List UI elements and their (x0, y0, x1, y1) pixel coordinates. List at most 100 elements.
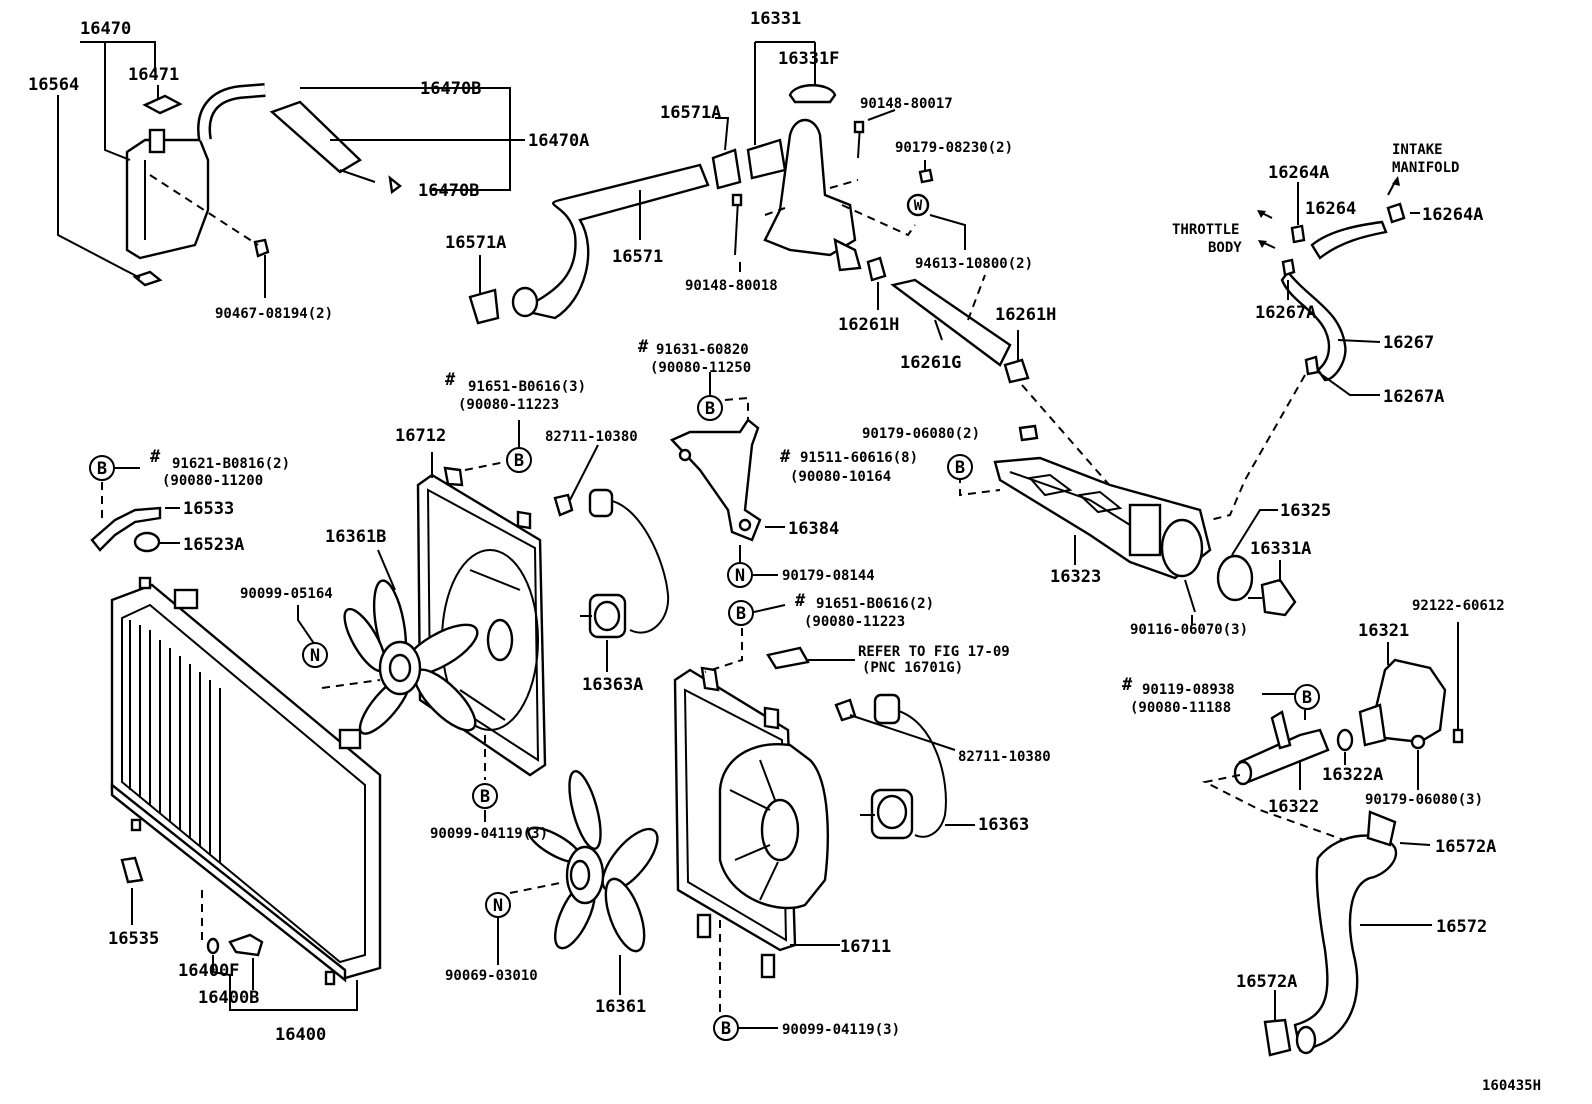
label-16384: 16384 (788, 519, 839, 539)
label-16267A-top: 16267A (1255, 303, 1316, 323)
label-intake: INTAKE (1392, 142, 1443, 158)
label-16470: 16470 (80, 19, 131, 39)
label-90179-06080-3: 90179-06080(3) (1365, 792, 1483, 808)
svg-text:B: B (514, 451, 524, 471)
label-16470A: 16470A (528, 131, 589, 151)
label-hash-5: # (795, 591, 806, 611)
label-16470B-bottom: 16470B (418, 181, 479, 201)
label-16261H-left: 16261H (838, 315, 899, 335)
label-91511: 91511-60616(8) (800, 450, 918, 466)
connector-82711-bottom (834, 698, 857, 722)
bracket-16564 (132, 270, 163, 287)
marker-B-2: B (506, 447, 532, 473)
fan-16361 (527, 770, 659, 953)
clamp-16572A-upper (1366, 810, 1397, 847)
clamp-16571A-upper (711, 148, 742, 190)
hose-16261G (890, 278, 1012, 367)
label-16363: 16363 (978, 815, 1029, 835)
clamp-16261H-1 (866, 256, 887, 282)
hose-16264 (1310, 220, 1388, 260)
label-16325: 16325 (1280, 501, 1331, 521)
label-16564: 16564 (28, 75, 79, 95)
label-16331A: 16331A (1250, 539, 1311, 559)
marker-B-4: B (947, 454, 973, 480)
label-90069: 90069-03010 (445, 968, 538, 984)
label-16323: 16323 (1050, 567, 1101, 587)
thermostat-16331A (1260, 578, 1297, 617)
label-16400B: 16400B (198, 988, 259, 1008)
label-91631: 91631-60820 (656, 342, 749, 358)
radiator-core (129, 620, 221, 862)
hose-16470A (269, 100, 362, 174)
hose-16267 (1280, 270, 1347, 382)
fan-16361B (343, 579, 479, 735)
label-16572: 16572 (1436, 917, 1487, 937)
svg-text:N: N (310, 646, 320, 666)
marker-N-1: N (302, 642, 328, 668)
clamp-16264A-left (1290, 224, 1306, 244)
label-16361B: 16361B (325, 527, 386, 547)
oring-16322A (1336, 728, 1354, 752)
svg-text:B: B (721, 1019, 731, 1039)
markers: B B B B B B B B N N N W (89, 198, 1320, 1041)
label-90148-80018: 90148-80018 (685, 278, 778, 294)
label-90080-11188: (90080-11188 (1130, 700, 1231, 716)
marker-W-1: W (914, 198, 923, 214)
label-16712: 16712 (395, 426, 446, 446)
label-90080-11223-a: (90080-11223 (458, 397, 559, 413)
hose-16572 (1293, 834, 1398, 1052)
label-16267: 16267 (1383, 333, 1434, 353)
svg-text:B: B (736, 604, 746, 624)
bracket-16533 (90, 506, 162, 552)
label-90080-10164: (90080-10164 (790, 469, 891, 485)
clamp-16264A-right (1386, 202, 1406, 224)
oring-16400F (206, 937, 220, 955)
label-refer-pnc: (PNC 16701G) (862, 660, 963, 676)
radiator-group (110, 576, 382, 1011)
outlet-neck (746, 138, 787, 180)
inlet-16321 (1373, 658, 1447, 744)
reservoir-tank (125, 138, 210, 260)
clamp-16571A-lower (468, 288, 500, 325)
reservoir-group (57, 41, 525, 298)
svg-text:B: B (705, 399, 715, 419)
inlet-housing-group (959, 424, 1297, 625)
bypass-hose-group (1209, 176, 1420, 521)
pump-inlet-group (1201, 622, 1464, 846)
fan-shroud-16712-group (90, 420, 670, 822)
label-hash-3: # (780, 447, 791, 467)
part-labels: 16470 16471 16564 16470B 16470A 16470B 9… (28, 9, 1541, 1094)
upper-hose-group (468, 41, 1119, 496)
fan-shroud-16711-group (497, 604, 975, 1029)
shroud-label-ref (766, 646, 810, 670)
label-16572A-right: 16572A (1435, 837, 1496, 857)
label-16363A: 16363A (582, 675, 643, 695)
cap-16471 (142, 94, 183, 115)
marker-B-3: B (697, 395, 723, 421)
svg-text:W: W (914, 198, 923, 214)
radiator-16400 (110, 583, 382, 980)
label-refer-fig: REFER TO FIG 17-09 (858, 644, 1010, 660)
label-16470B-top: 16470B (420, 79, 481, 99)
label-16571: 16571 (612, 247, 663, 267)
label-90116: 90116-06070(3) (1130, 622, 1248, 638)
label-16523A: 16523A (183, 535, 244, 555)
drain-cock-16535 (120, 856, 144, 884)
clamp-16572A-lower (1263, 1018, 1292, 1057)
label-16572A-left: 16572A (1236, 972, 1297, 992)
label-90099-04119-a: 90099-04119(3) (430, 826, 548, 842)
label-90099-04119-b: 90099-04119(3) (782, 1022, 900, 1038)
marker-N-2: N (727, 562, 753, 588)
label-16267A-bottom: 16267A (1383, 387, 1444, 407)
svg-text:B: B (955, 458, 965, 478)
label-throttle: THROTTLE (1172, 222, 1239, 238)
label-16264A-right: 16264A (1422, 205, 1483, 225)
lower-hose-group (1263, 810, 1432, 1057)
label-90179-08230: 90179-08230(2) (895, 140, 1013, 156)
label-16322: 16322 (1268, 797, 1319, 817)
svg-text:N: N (735, 566, 745, 586)
plug-16400B (228, 933, 264, 957)
label-92122: 92122-60612 (1412, 598, 1505, 614)
label-90467: 90467-08194(2) (215, 306, 333, 322)
